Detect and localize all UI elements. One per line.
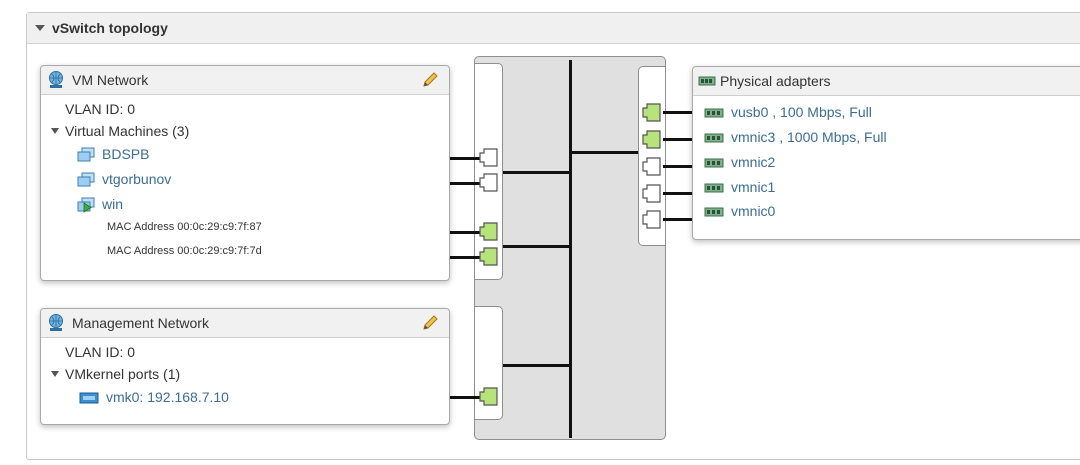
vm-icon [77,147,95,162]
management-network-portgroup: Management Network VLAN ID: 0 VMkernel p… [40,308,450,425]
uplink-port-icon-active[interactable] [642,130,662,150]
adapter-link[interactable]: vmnic2 [731,154,776,170]
adapter-item[interactable]: vusb0 , 100 Mbps, Full [704,104,872,120]
port-icon-active[interactable] [479,247,499,267]
port-icon-inactive[interactable] [479,148,499,168]
edit-pencil-icon[interactable] [421,314,439,332]
adapter-link[interactable]: vusb0 , 100 Mbps, Full [731,104,872,120]
vm-link-line [449,182,480,185]
vm-network-header: VM Network [41,66,449,95]
network-globe-icon [49,71,63,88]
vm-item[interactable]: win [77,196,124,214]
vmk-item[interactable]: vmk0: 192.168.7.10 [79,389,229,405]
collapse-caret-icon[interactable] [35,25,45,31]
port-icon-inactive[interactable] [479,173,499,193]
vm-link-line [449,231,480,234]
edit-pencil-icon[interactable] [421,71,439,89]
port-icon-active[interactable] [479,222,499,242]
vm-icon [77,172,95,187]
vm-link-line [449,157,480,160]
vm-item[interactable]: BDSPB [77,146,149,163]
vm-network-portgroup: VM Network VLAN ID: 0 Virtual Machines (… [40,65,450,281]
adapter-link[interactable]: vmnic0 [731,203,776,219]
uplink-line [663,138,693,141]
vm-item[interactable]: vtgorbunov [77,171,171,188]
mac-address-text: MAC Address 00:0c:29:c9:7f:7d [107,245,262,257]
vmk-link[interactable]: vmk0: 192.168.7.10 [106,389,229,405]
nic-card-icon [698,76,716,86]
nic-card-icon [704,183,724,193]
switch-vm-network-portgroup [474,63,503,280]
vmk-link-line [449,396,480,399]
expand-caret-icon[interactable] [51,128,59,135]
virtual-machines-group[interactable]: Virtual Machines (3) [51,123,189,139]
adapter-item[interactable]: vmnic0 [704,203,775,219]
bus-to-vm-portgroup-line-2 [503,245,570,248]
panel-title: vSwitch topology [52,20,168,36]
bus-to-vm-portgroup-line [503,171,570,174]
adapter-link[interactable]: vmnic3 , 1000 Mbps, Full [731,129,887,145]
uplink-port-icon-inactive[interactable] [642,184,662,204]
physical-adapters-header: Physical adapters [693,67,1080,96]
uplink-port-icon-inactive[interactable] [642,210,662,230]
vm-name-link[interactable]: vtgorbunov [102,171,172,187]
adapter-item[interactable]: vmnic3 , 1000 Mbps, Full [704,129,887,145]
vmkernel-ports-label: VMkernel ports (1) [65,366,181,382]
vm-name-link[interactable]: BDSPB [102,146,150,162]
physical-adapters-title: Physical adapters [720,73,831,89]
nic-card-icon [704,158,724,168]
uplink-line [663,165,693,168]
vlan-id-text: VLAN ID: 0 [65,344,136,360]
uplink-line [663,218,693,221]
vm-name-link[interactable]: win [102,196,124,212]
uplink-line [663,192,693,195]
management-network-title: Management Network [72,315,209,331]
nic-card-icon [704,108,724,118]
panel-header[interactable]: vSwitch topology [27,13,1080,44]
vm-network-title: VM Network [72,72,149,88]
virtual-machines-label: Virtual Machines (3) [65,123,190,139]
management-network-header: Management Network [41,309,449,338]
expand-caret-icon[interactable] [51,371,59,378]
uplink-port-icon-inactive[interactable] [642,157,662,177]
uplink-port-icon-active[interactable] [642,103,662,123]
adapter-item[interactable]: vmnic1 [704,179,775,195]
nic-card-icon [704,133,724,143]
physical-adapters-box: Physical adapters vusb0 , 100 Mbps, Full… [692,66,1080,240]
bus-to-mgmt-portgroup-line [503,364,570,367]
switch-bus-line [569,60,572,438]
vlan-id-text: VLAN ID: 0 [65,101,136,117]
vmkernel-ports-group[interactable]: VMkernel ports (1) [51,366,180,382]
nic-card-icon [704,207,724,217]
adapter-item[interactable]: vmnic2 [704,154,775,170]
network-globe-icon [49,314,63,331]
adapter-link[interactable]: vmnic1 [731,179,776,195]
mac-address-text: MAC Address 00:0c:29:c9:7f:87 [107,221,262,233]
port-icon-active[interactable] [479,387,499,407]
vm-powered-on-icon [77,197,95,214]
bus-to-uplink-line [570,151,638,154]
vm-link-line [449,256,480,259]
uplink-line [663,111,693,114]
vmkernel-nic-icon [79,392,99,404]
